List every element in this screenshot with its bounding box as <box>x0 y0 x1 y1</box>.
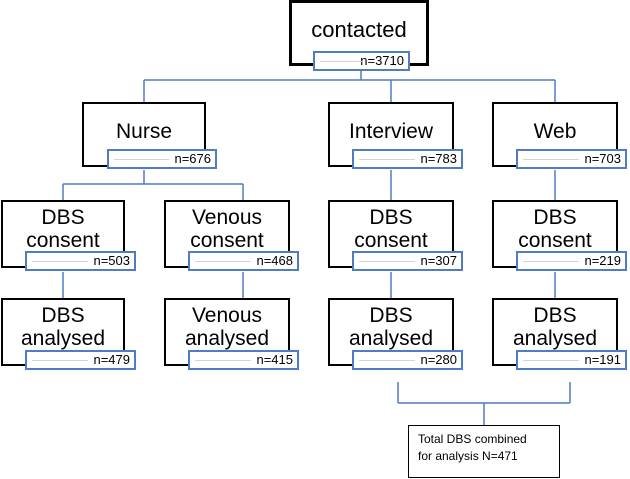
contacted-count: n=3710 <box>313 51 410 71</box>
nurse-label: Nurse <box>115 120 173 143</box>
dbs-analysed-web-line2: analysed <box>512 327 598 350</box>
interview-count: n=783 <box>352 149 463 169</box>
venous-consent-line2: consent <box>190 229 264 252</box>
dbs-analysed-interview-count: n=280 <box>352 350 463 370</box>
dbs-analysed-nurse-line1: DBS <box>41 304 85 327</box>
venous-consent-line1: Venous <box>191 206 263 229</box>
venous-analysed-count: n=415 <box>188 350 299 370</box>
dbs-consent-interview-line1: DBS <box>369 206 413 229</box>
web-label: Web <box>533 120 577 143</box>
web-count: n=703 <box>516 149 627 169</box>
venous-analysed-line2: analysed <box>184 327 270 350</box>
dbs-consent-web-line2: consent <box>518 229 592 252</box>
dbs-consent-web-line1: DBS <box>533 206 577 229</box>
dbs-consent-interview-count: n=307 <box>352 251 463 271</box>
dbs-consent-web-count: n=219 <box>516 251 627 271</box>
dbs-consent-interview-line2: consent <box>354 229 428 252</box>
dbs-analysed-interview-line2: analysed <box>348 327 434 350</box>
dbs-consent-nurse-line2: consent <box>26 229 100 252</box>
dbs-consent-nurse-line1: DBS <box>41 206 85 229</box>
dbs-analysed-nurse-count: n=479 <box>25 350 136 370</box>
contacted-label: contacted <box>311 17 407 42</box>
total-dbs-line2: for analysis N=471 <box>418 449 518 463</box>
total-dbs-line1: Total DBS combined <box>418 432 527 446</box>
dbs-consent-nurse-count: n=503 <box>25 251 136 271</box>
venous-analysed-line1: Venous <box>191 304 263 327</box>
dbs-analysed-web-count: n=191 <box>516 350 627 370</box>
nurse-count: n=676 <box>107 149 217 169</box>
total-dbs-combined-box: Total DBS combined for analysis N=471 <box>408 425 560 478</box>
dbs-analysed-interview-line1: DBS <box>369 304 413 327</box>
dbs-analysed-nurse-line2: analysed <box>20 327 106 350</box>
dbs-analysed-web-line1: DBS <box>533 304 577 327</box>
venous-consent-count: n=468 <box>188 251 299 271</box>
interview-label: Interview <box>348 120 434 143</box>
